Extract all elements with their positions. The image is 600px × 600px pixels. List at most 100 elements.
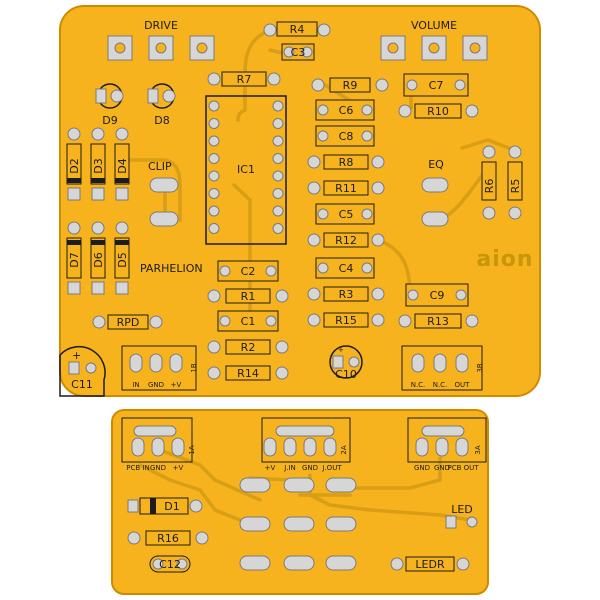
r6-label: R6 bbox=[483, 179, 496, 194]
2a-pin-jout: J.OUT bbox=[321, 464, 342, 472]
3b-pin-out: OUT bbox=[455, 381, 471, 389]
main-board bbox=[59, 5, 541, 397]
d4-label: D7 bbox=[68, 252, 81, 267]
ic1-pin bbox=[208, 153, 220, 164]
connector-3a bbox=[407, 417, 487, 463]
ic1-label: IC1 bbox=[237, 163, 255, 176]
drive-pot bbox=[107, 35, 215, 61]
aion-logo: aion bbox=[476, 247, 533, 272]
ic1-pin bbox=[208, 223, 220, 234]
ic1-outline bbox=[205, 95, 287, 245]
r4-label: R4 bbox=[290, 23, 305, 36]
c6-label: C6 bbox=[339, 104, 354, 117]
d1-label: D1 bbox=[164, 500, 179, 513]
c11-label: C11 bbox=[71, 378, 93, 391]
3b-id: 3B bbox=[476, 363, 484, 372]
2a-pin-jin: J.IN bbox=[283, 464, 296, 472]
svg-text:+: + bbox=[72, 349, 81, 362]
c9-label: C9 bbox=[430, 289, 445, 302]
c3-label: C3 bbox=[291, 46, 306, 59]
ic1-pin bbox=[272, 223, 284, 234]
r7-label: R7 bbox=[237, 73, 252, 86]
c5-label: C5 bbox=[339, 208, 354, 221]
connector-1a bbox=[121, 417, 193, 463]
ic1-pin bbox=[272, 118, 284, 129]
r4-body bbox=[276, 21, 318, 37]
2a-id: 2A bbox=[340, 445, 348, 454]
d8-led bbox=[147, 83, 176, 109]
c10-label: C10 bbox=[335, 368, 357, 381]
d6-label: D5 bbox=[116, 252, 129, 267]
ic1-pins bbox=[208, 100, 284, 234]
2a-pin-v: +V bbox=[265, 464, 276, 472]
clip-label: CLIP bbox=[148, 160, 172, 173]
ic1-pin bbox=[272, 153, 284, 164]
ic1-pin bbox=[208, 205, 220, 217]
led-label: LED bbox=[451, 503, 473, 516]
c1-label: C1 bbox=[241, 315, 256, 328]
ic1-pin bbox=[208, 100, 220, 112]
1b-pin-v: +V bbox=[171, 381, 182, 389]
2a-pin-gnd: GND bbox=[302, 464, 318, 472]
project-name: PARHELION bbox=[140, 262, 203, 275]
r13-label: R13 bbox=[427, 315, 449, 328]
volume-pot bbox=[380, 35, 488, 61]
3a-pin-gnd1: GND bbox=[414, 464, 430, 472]
svg-text:+: + bbox=[338, 346, 344, 354]
d9-led bbox=[95, 83, 124, 109]
1b-pin-in: IN bbox=[132, 381, 139, 389]
d9-label: D9 bbox=[102, 114, 117, 127]
d8-label: D8 bbox=[154, 114, 169, 127]
d5-label: D6 bbox=[92, 252, 105, 267]
ic1-pin bbox=[272, 135, 284, 147]
ic1-pin bbox=[208, 135, 220, 147]
1b-id: 1B bbox=[190, 363, 198, 372]
ic1-pin bbox=[272, 100, 284, 112]
c7-label: C7 bbox=[429, 79, 444, 92]
ic1-pin bbox=[208, 170, 220, 182]
ic1-pin bbox=[208, 118, 220, 129]
r2-label: R2 bbox=[241, 341, 256, 354]
r10-label: R10 bbox=[427, 105, 449, 118]
c10-cap bbox=[329, 345, 363, 379]
connector-2a bbox=[261, 417, 351, 463]
ic1-pin bbox=[208, 188, 220, 199]
3a-pin-out: PCB OUT bbox=[447, 464, 479, 472]
footswitch-pads bbox=[239, 477, 357, 571]
d1-label: D2 bbox=[68, 158, 81, 173]
r12-label: R12 bbox=[335, 234, 357, 247]
footswitch-board bbox=[111, 409, 489, 595]
c12-label: C12 bbox=[159, 558, 181, 571]
c8-label: C8 bbox=[339, 130, 354, 143]
r16-label: R16 bbox=[157, 532, 179, 545]
1a-id: 1A bbox=[188, 445, 196, 454]
1a-pin-in: PCB IN bbox=[126, 464, 149, 472]
r5-label: R5 bbox=[509, 179, 522, 194]
ic1-pin bbox=[272, 170, 284, 182]
3a-pin-gnd2: GND bbox=[434, 464, 450, 472]
r14-label: R14 bbox=[237, 367, 259, 380]
r9-label: R9 bbox=[343, 79, 358, 92]
eq-label: EQ bbox=[428, 158, 444, 171]
1a-pin-v: +V bbox=[173, 464, 184, 472]
c4-label: C4 bbox=[339, 262, 354, 275]
3b-pin-nc1: N.C. bbox=[411, 381, 426, 389]
ic1-pin bbox=[272, 205, 284, 217]
r3-label: R3 bbox=[339, 288, 354, 301]
r8-label: R8 bbox=[339, 156, 354, 169]
d3-label: D4 bbox=[116, 158, 129, 173]
c2-label: C2 bbox=[241, 265, 256, 278]
r1-label: R1 bbox=[241, 290, 256, 303]
d2-label: D3 bbox=[92, 158, 105, 173]
r11-label: R11 bbox=[335, 182, 357, 195]
rpd-label: RPD bbox=[117, 316, 140, 329]
drive-label: DRIVE bbox=[144, 19, 178, 32]
ic1-pin bbox=[272, 188, 284, 199]
1a-pin-gnd: GND bbox=[150, 464, 166, 472]
3a-id: 3A bbox=[474, 445, 482, 454]
ledr-label: LEDR bbox=[415, 558, 445, 571]
volume-label: VOLUME bbox=[411, 19, 457, 32]
1b-pin-gnd: GND bbox=[148, 381, 164, 389]
3b-pin-nc2: N.C. bbox=[433, 381, 448, 389]
